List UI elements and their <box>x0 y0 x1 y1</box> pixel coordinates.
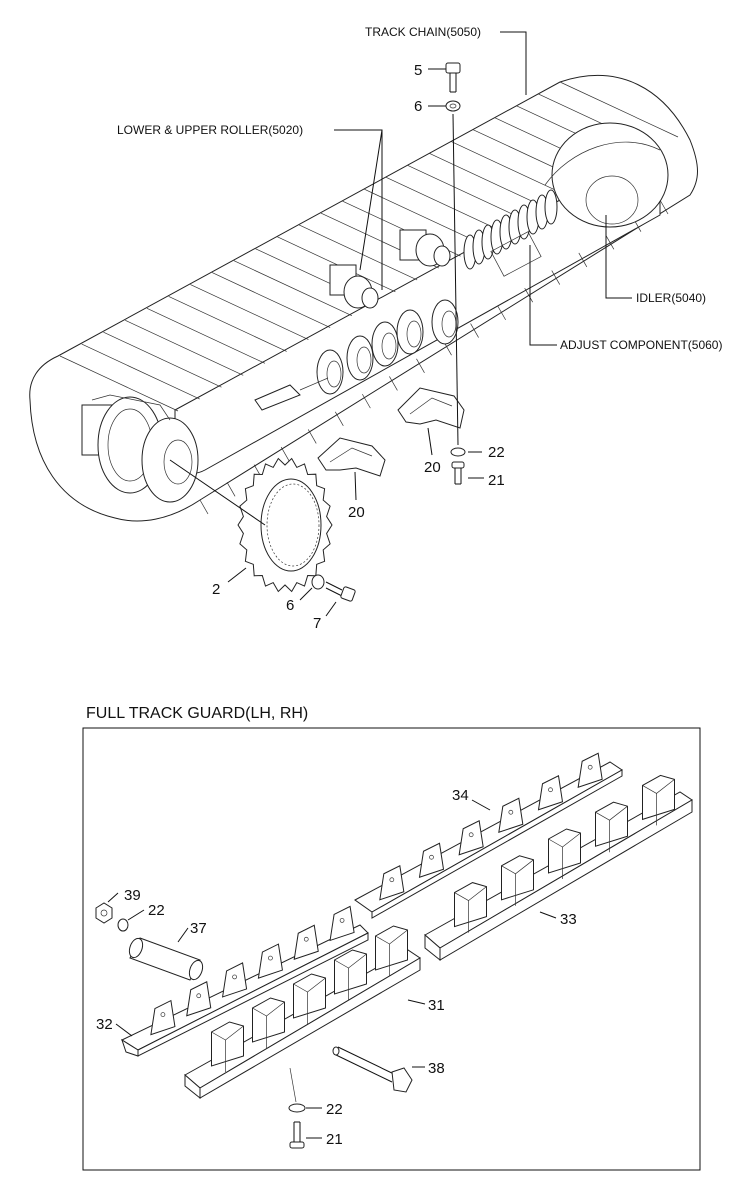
callout-21-guard: 21 <box>326 1131 343 1148</box>
bolt-5 <box>445 62 461 93</box>
upper-roller-1 <box>329 264 379 309</box>
track-assembly <box>29 31 698 617</box>
callout-6-bottom: 6 <box>286 597 294 614</box>
callout-22-guard-bottom: 22 <box>326 1101 343 1118</box>
label-adjust-component: ADJUST COMPONENT(5060) <box>560 338 722 352</box>
label-lower-upper-roller: LOWER & UPPER ROLLER(5020) <box>117 123 303 137</box>
guard-31 <box>184 925 421 1100</box>
callout-31: 31 <box>428 997 445 1014</box>
callout-6-top: 6 <box>414 98 422 115</box>
bolt-21-guard <box>289 1121 305 1149</box>
callout-32: 32 <box>96 1016 113 1033</box>
callout-21-top: 21 <box>488 472 505 489</box>
label-track-chain: TRACK CHAIN(5050) <box>365 25 481 39</box>
full-track-guard-frame <box>82 727 701 1171</box>
adjust-component <box>463 189 558 277</box>
full-track-guard-title: FULL TRACK GUARD(LH, RH) <box>86 705 308 722</box>
guard-32 <box>120 905 369 1057</box>
guard-34 <box>354 752 623 919</box>
callout-22-guard-top: 22 <box>148 902 165 919</box>
bolt-38 <box>332 1046 413 1093</box>
callout-5: 5 <box>414 62 422 79</box>
callout-2: 2 <box>212 581 220 598</box>
bolt-21-top <box>451 461 465 485</box>
callout-34: 34 <box>452 787 469 804</box>
bolt-7 <box>325 581 356 602</box>
upper-roller-2 <box>399 229 451 267</box>
washer-6-bottom <box>311 574 325 590</box>
washer-6-top <box>445 100 461 112</box>
sprocket <box>237 457 333 593</box>
idler <box>551 122 669 228</box>
callout-38: 38 <box>428 1060 445 1077</box>
pipe-37 <box>128 937 204 981</box>
callout-39: 39 <box>124 887 141 904</box>
track-guard-20-left <box>317 437 386 477</box>
guard-33 <box>424 774 693 962</box>
callout-37: 37 <box>190 920 207 937</box>
callout-22-top: 22 <box>488 444 505 461</box>
track-guard-20-right <box>397 387 465 429</box>
washer-22-top <box>450 447 466 457</box>
idler-hub <box>585 175 639 225</box>
callout-33: 33 <box>560 911 577 928</box>
washer-22-guard-top <box>117 918 129 932</box>
label-idler: IDLER(5040) <box>636 291 706 305</box>
callout-20-right: 20 <box>424 459 441 476</box>
lower-rollers <box>254 299 459 411</box>
callout-7: 7 <box>313 615 321 632</box>
callout-20-left: 20 <box>348 504 365 521</box>
nut-39 <box>95 902 113 924</box>
washer-22-guard-bottom <box>288 1103 306 1113</box>
